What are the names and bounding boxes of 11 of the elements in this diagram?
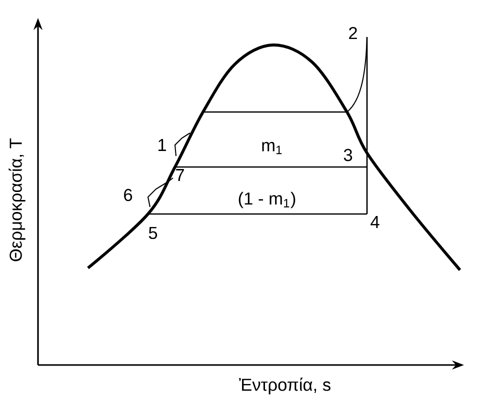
- state-number: 2: [349, 26, 357, 40]
- region-label: (1 - m$_{1}$): [238, 192, 296, 208]
- region-label: m$_{1}$: [262, 142, 282, 154]
- state-number: 5: [148, 226, 158, 240]
- state-number: 1: [158, 139, 166, 151]
- axis-title: Ἐντροπία, s: [239, 378, 330, 394]
- state-number: 3: [344, 148, 352, 162]
- state-number: 6: [124, 188, 132, 202]
- state-number: 4: [370, 216, 380, 228]
- axis-title: Θερμοκρασία, T: [8, 138, 26, 262]
- state-number: 7: [176, 169, 184, 181]
